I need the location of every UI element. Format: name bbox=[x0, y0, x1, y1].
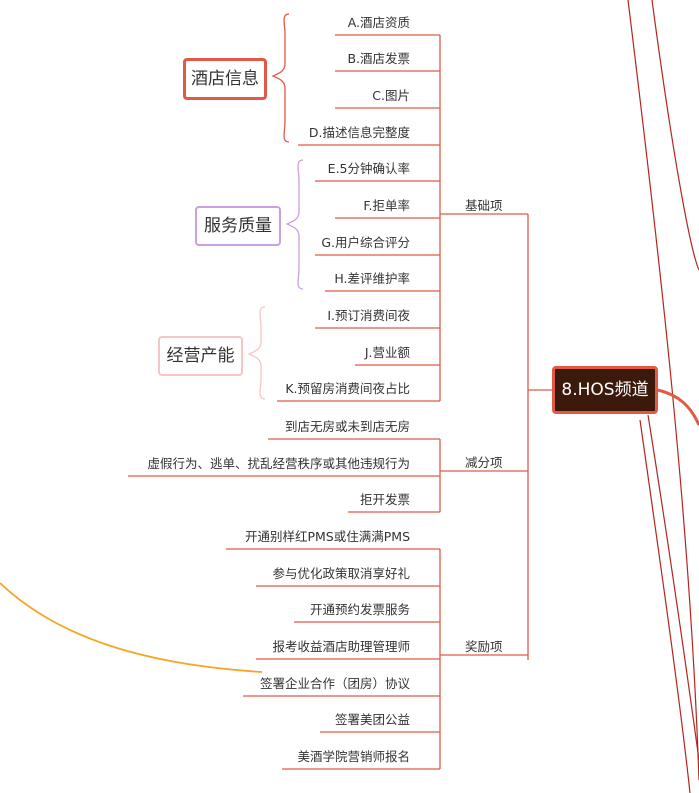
leaf-node[interactable]: H.差评维护率 bbox=[334, 271, 410, 286]
leaf-node[interactable]: 虚假行为、逃单、扰乱经营秩序或其他违规行为 bbox=[147, 456, 410, 471]
edge-offscreen-3 bbox=[639, 419, 691, 793]
leaf-node[interactable]: 签署企业合作（团房）协议 bbox=[259, 676, 410, 691]
leaf-node[interactable]: 开通别样红PMS或住满满PMS bbox=[244, 529, 410, 544]
edge-offscreen-1 bbox=[627, 0, 699, 781]
leaf-node[interactable]: F.拒单率 bbox=[363, 198, 410, 213]
leaf-node[interactable]: B.酒店发票 bbox=[347, 51, 410, 66]
leaf-node[interactable]: 开通预约发票服务 bbox=[309, 602, 410, 617]
leaf-node[interactable]: G.用户综合评分 bbox=[321, 235, 410, 250]
leaf-node[interactable]: E.5分钟确认率 bbox=[327, 161, 410, 176]
group-node[interactable]: 经营产能 bbox=[158, 336, 243, 376]
leaf-node[interactable]: K.预留房消费间夜占比 bbox=[285, 381, 410, 396]
root-node[interactable]: 8.HOS频道 bbox=[552, 366, 658, 414]
branch-node[interactable]: 基础项 bbox=[465, 198, 503, 213]
leaf-node[interactable]: 到店无房或未到店无房 bbox=[284, 419, 410, 434]
branch-node[interactable]: 减分项 bbox=[465, 455, 503, 470]
leaf-node[interactable]: J.营业额 bbox=[364, 345, 410, 360]
leaf-node[interactable]: I.预订消费间夜 bbox=[327, 308, 410, 323]
edge-offscreen-2 bbox=[651, 0, 699, 271]
leaf-node[interactable]: 签署美团公益 bbox=[334, 712, 410, 727]
leaf-node[interactable]: 拒开发票 bbox=[359, 492, 410, 507]
root-outgoing-edge bbox=[657, 388, 699, 426]
leaf-node[interactable]: 美酒学院营销师报名 bbox=[297, 749, 410, 764]
leaf-node[interactable]: D.描述信息完整度 bbox=[308, 125, 410, 140]
leaf-node[interactable]: A.酒店资质 bbox=[347, 15, 410, 30]
orange-connector bbox=[0, 582, 263, 673]
leaf-node[interactable]: 报考收益酒店助理管理师 bbox=[272, 639, 410, 654]
group-node[interactable]: 酒店信息 bbox=[183, 58, 267, 100]
group-node[interactable]: 服务质量 bbox=[195, 206, 281, 246]
edge-offscreen-4 bbox=[647, 414, 699, 761]
branch-node[interactable]: 奖励项 bbox=[465, 639, 503, 654]
group-brace bbox=[247, 306, 266, 400]
leaf-node[interactable]: C.图片 bbox=[372, 88, 410, 103]
group-brace bbox=[271, 13, 290, 143]
leaf-node[interactable]: 参与优化政策取消享好礼 bbox=[272, 566, 410, 581]
group-brace bbox=[285, 159, 304, 290]
